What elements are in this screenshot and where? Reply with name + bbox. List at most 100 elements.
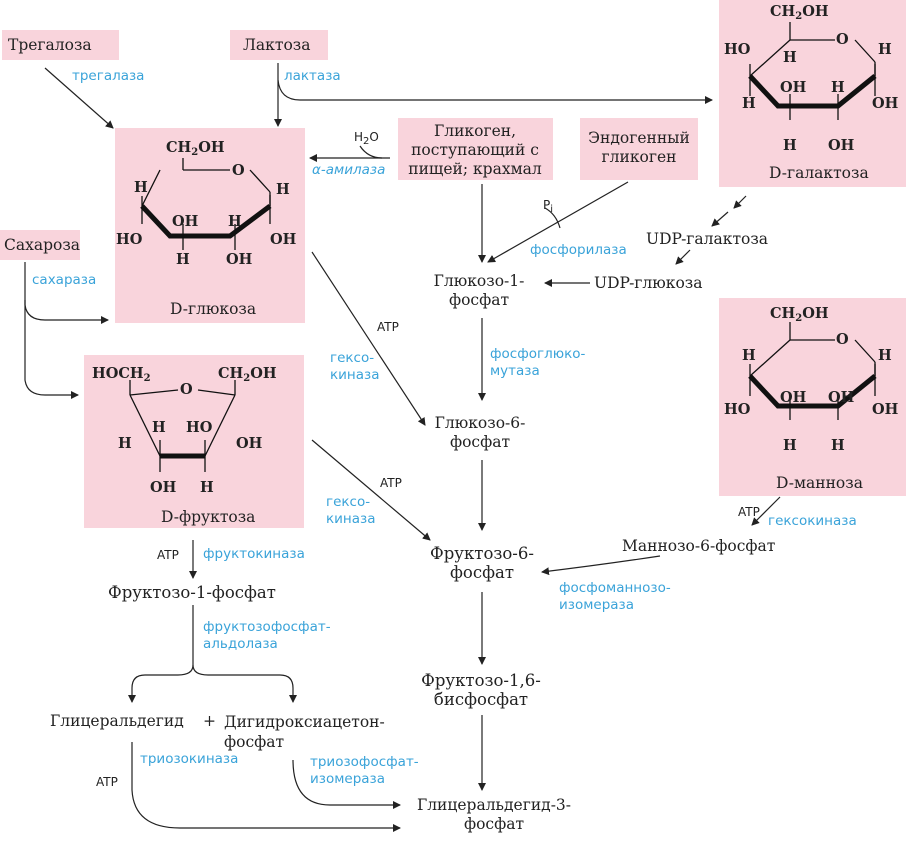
enzyme-phosphomannose-isomerase: фосфоманнозо-изомераза [559,580,671,613]
enzyme-hexokinase-fructose: гексо-киназа [326,494,376,527]
arrow-lactose-galactose [277,79,713,104]
glucose-ch2oh: CH2OH [166,139,225,158]
mannose-h-c2: H [831,437,845,454]
galactose-h-c3: H [783,137,797,154]
arrow-mannose-m6p [751,496,781,526]
galactose-ring [748,22,877,120]
arrow-glyceraldehyde-ga3p [131,742,401,832]
glucose-h-c5: H [134,179,148,196]
glucose-ring-o: O [232,162,245,179]
arrow-trehalose-glucose [44,67,114,129]
atp-hexokinase-fructose: ATP [380,476,402,490]
sucrose-box [0,230,80,260]
enzyme-sucrase: сахараза [32,272,97,288]
enzyme-phosphoglucomutase: фосфоглюко-мутаза [490,346,586,379]
arrow-sucrose-fructose [24,300,79,399]
enzyme-triose-kinase: триозокиназа [140,751,239,767]
fructose-ring-o: O [180,381,193,398]
mannose-oh-c2: OH [828,389,855,406]
enzyme-trehalase: трегалаза [72,68,145,84]
galactose-ch2oh: CH2OH [770,3,829,22]
mannose-h-c1: H [878,347,892,364]
glucose-ho-c4: HO [116,231,143,248]
glucose-oh-c2: OH [226,251,253,268]
enzyme-hexokinase-mannose: гексокиназа [768,513,857,529]
arrow-dhap-ga3p [292,759,401,809]
galactose-h-c5: H [783,49,797,66]
galactose-ho-c4: HO [724,41,751,58]
glucose-1-phosphate-label: Глюкозо-1-фосфат [433,272,525,309]
mannose-h-c5: H [742,347,756,364]
glucose-6-phosphate-label: Глюкозо-6-фосфат [434,414,526,451]
fructose-oh-c2: OH [236,435,263,452]
fructose-h-c4: H [152,419,166,436]
dihydroxyacetone-phosphate-label: Дигидроксиацетон-фосфат [224,713,385,751]
endogenous-glycogen-box [580,118,698,180]
glyceraldehyde-3-phosphate-label: Глицеральдегид-3-фосфат [416,796,572,833]
enzyme-alpha-amylase: α-амилаза [312,162,386,178]
glucose-oh-c1: OH [270,231,297,248]
fructose-ring [129,380,236,472]
atp-fructokinase: ATP [157,548,179,562]
galactose-ring-o: O [836,31,849,48]
plus-sign: + [203,712,216,730]
mannose-ring-o: O [836,331,849,348]
lactose-box [230,30,328,60]
enzyme-triose-phosphate-isomerase: триозофосфат-изомераза [310,754,419,787]
galactose-name: D-галактоза [769,164,869,182]
glucose-h-c3: H [176,251,190,268]
dietary-glycogen-label: Гликоген, поступающий с пищей; крахмал [408,122,542,178]
arrow-glucose-g6p [311,251,426,426]
mannose-name: D-манноза [776,474,863,492]
atp-triose-kinase: ATP [96,775,118,789]
galactose-h-c4: H [742,95,756,112]
udp-glucose-label: UDP-глюкоза [594,274,703,292]
galactose-oh-c2: OH [828,137,855,154]
arrow-sucrose-glucose [24,262,109,324]
glucose-name: D-глюкоза [170,300,257,318]
fructose-h-c3: H [200,479,214,496]
udp-galactose-label: UDP-галактоза [646,230,769,248]
lactose-label: Лактоза [243,36,311,54]
fructose-oh-c4: OH [150,479,177,496]
mannose-box [719,298,906,496]
glucose-ring [140,158,272,250]
fructose-hoch2: HOCH2 [92,365,151,384]
fructose-h-c5: H [118,435,132,452]
sucrose-label: Сахароза [4,236,81,254]
fructose-name: D-фруктоза [161,508,256,526]
enzyme-fructokinase: фруктокиназа [203,546,305,562]
mannose-ch2oh: CH2OH [770,305,829,324]
galactose-oh-c3: OH [780,79,807,96]
fructose-ho-c3: HO [186,419,213,436]
dietary-glycogen-box [398,118,553,180]
mannose-ring [748,322,877,420]
glucose-oh-c3: OH [172,213,199,230]
trehalose-box [2,30,119,60]
galactose-h-c2: H [831,79,845,96]
atp-hexokinase-glucose: ATP [377,320,399,334]
endogenous-glycogen-label: Эндогенный гликоген [588,129,690,166]
mannose-ho-c4: HO [724,401,751,418]
fructose-6-phosphate-label: Фруктозо-6-фосфат [430,544,534,582]
fructose-1-6-bisphosphate-label: Фруктозо-1,6-бисфосфат [421,671,541,709]
atp-hexokinase-mannose: ATP [738,505,760,519]
galactose-h-c1: H [878,41,892,58]
galactose-oh-c1: OH [872,95,899,112]
mannose-oh-c1: OH [872,401,899,418]
enzyme-fructose-phosphate-aldolase: фруктозофосфат-альдолаза [203,619,331,652]
enzyme-hexokinase-glucose: гексо-киназа [330,350,380,383]
phosphate-label: Pi [543,198,554,215]
enzyme-phosphorylase: фосфорилаза [530,242,627,258]
glucose-h-c2: H [228,213,242,230]
arrow-m6p-f6p [541,555,661,576]
glucose-box [115,128,305,323]
trehalose-label: Трегалоза [8,36,92,54]
enzyme-lactase: лактаза [284,68,341,84]
mannose-oh-c3: OH [780,389,807,406]
glucose-h-c1: H [276,181,290,198]
fructose-1-phosphate-label: Фруктозо-1-фосфат [108,583,276,602]
mannose-6-phosphate-label: Маннозо-6-фосфат [622,537,776,555]
